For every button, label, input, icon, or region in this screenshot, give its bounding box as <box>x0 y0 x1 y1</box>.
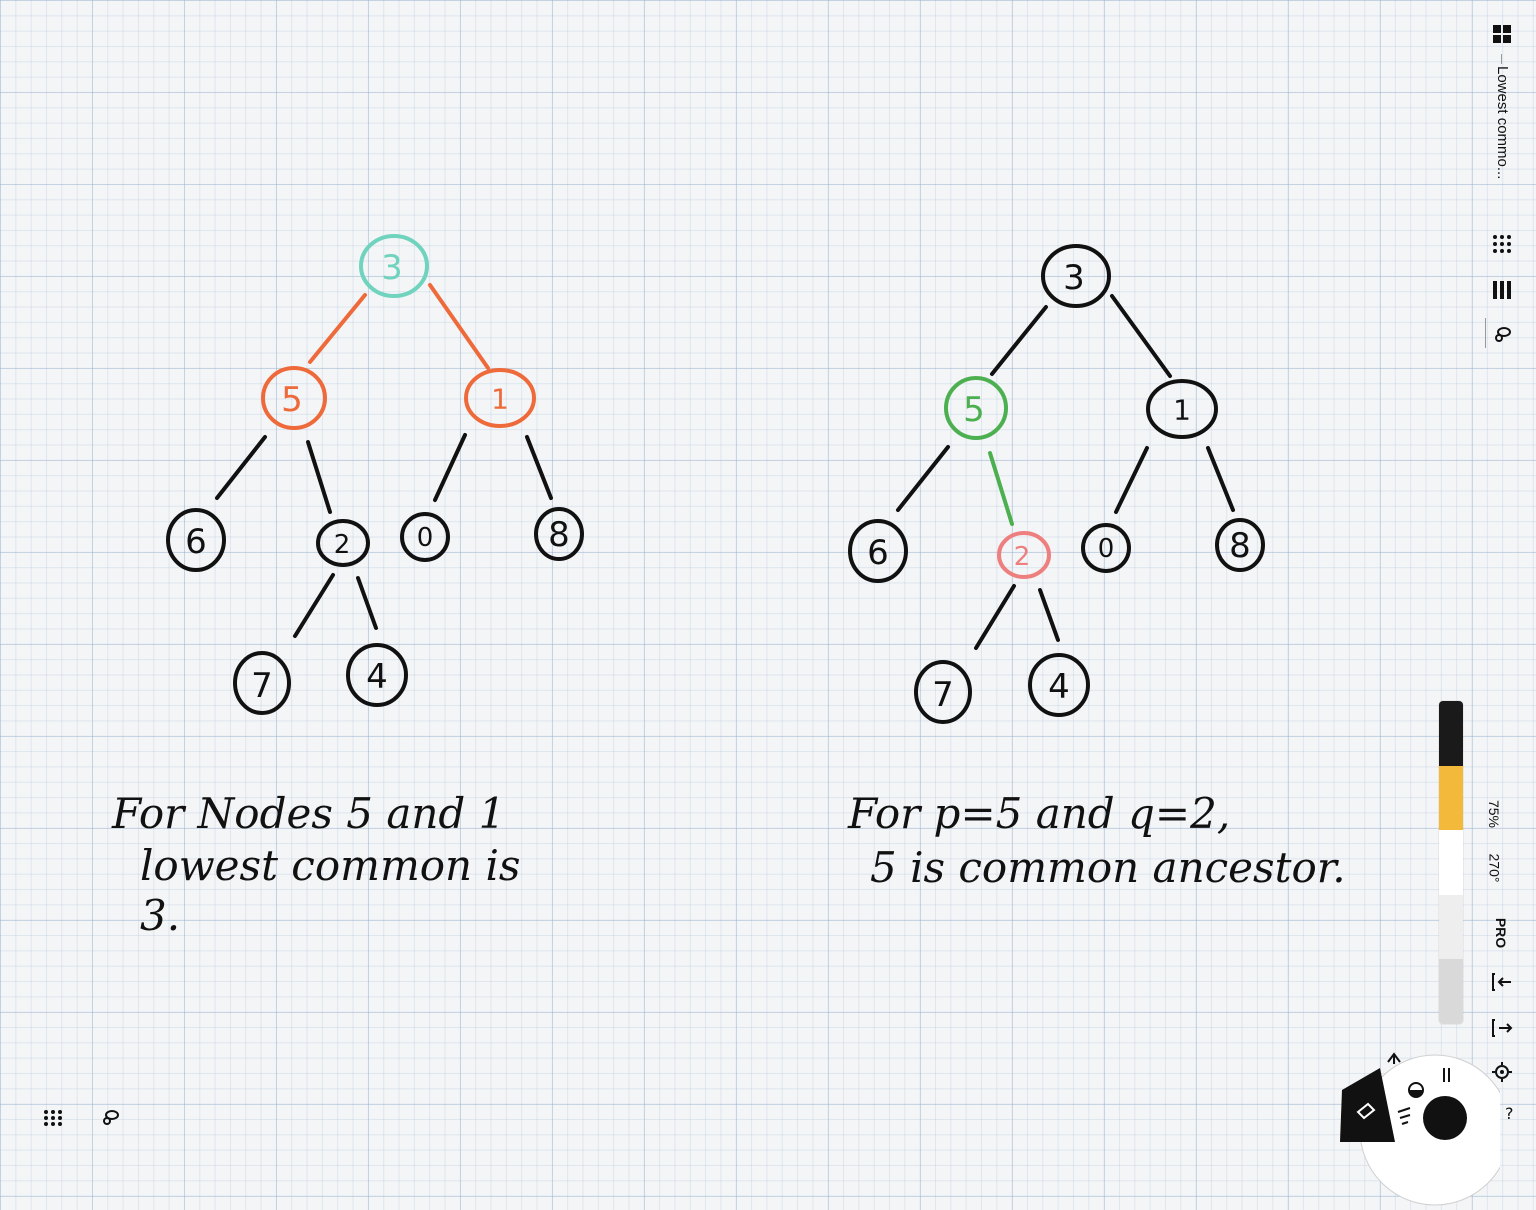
edge-r-2-7 <box>974 584 1016 650</box>
right-node-3 <box>1041 244 1111 308</box>
import-icon[interactable] <box>1488 968 1516 996</box>
edge-2-7 <box>293 573 335 638</box>
right-node-6 <box>848 519 908 583</box>
left-note-line1: For Nodes 5 and 1 <box>112 789 506 838</box>
edge-r-3-1 <box>1110 294 1172 378</box>
left-node-8 <box>534 507 584 561</box>
left-node-6-label: 6 <box>185 522 207 562</box>
left-node-4-label: 4 <box>366 657 388 697</box>
edge-3-5 <box>308 293 367 364</box>
left-node-4 <box>346 643 408 707</box>
edge-5-2 <box>306 440 332 514</box>
right-node-5 <box>944 376 1008 440</box>
left-note-line2: lowest common is <box>140 841 521 890</box>
left-node-1-label: 1 <box>491 383 509 416</box>
right-node-2-label: 2 <box>1014 542 1031 572</box>
swatch-yellow[interactable] <box>1439 765 1463 831</box>
right-node-0 <box>1081 523 1131 573</box>
left-node-3-label: 3 <box>381 248 403 288</box>
settings-icon[interactable] <box>1488 1058 1516 1086</box>
rotation-level[interactable]: 270° <box>1486 853 1503 883</box>
lasso-icon[interactable] <box>1488 320 1516 348</box>
right-node-1-label: 1 <box>1173 394 1191 427</box>
right-node-1 <box>1146 379 1218 439</box>
document-title[interactable]: Lowest commo... <box>1494 66 1511 180</box>
left-node-1 <box>464 368 536 428</box>
left-node-2-label: 2 <box>334 530 351 560</box>
right-node-7 <box>914 660 972 724</box>
left-note-line3: 3. <box>140 891 181 940</box>
arrow-up-icon <box>1387 1052 1401 1064</box>
right-note-line1: For p=5 and q=2, <box>848 789 1231 838</box>
swatch-black[interactable] <box>1439 701 1463 766</box>
pro-badge[interactable]: PRO <box>1493 917 1510 949</box>
left-node-0-label: 0 <box>417 523 434 553</box>
grid-icon[interactable] <box>1488 20 1516 48</box>
right-node-8 <box>1215 518 1265 572</box>
edge-r-5-2 <box>988 451 1014 526</box>
edge-r-1-0 <box>1114 446 1149 514</box>
right-node-4-label: 4 <box>1048 667 1070 707</box>
zoom-level[interactable]: 75% <box>1486 799 1503 829</box>
right-node-4 <box>1028 653 1090 717</box>
right-node-8-label: 8 <box>1229 526 1251 566</box>
swatch-gray[interactable] <box>1439 959 1463 1024</box>
brush-size-icon <box>1423 1096 1467 1140</box>
left-node-6 <box>166 508 226 572</box>
edge-r-5-6 <box>896 445 950 512</box>
pause-icon <box>1443 1068 1450 1082</box>
rail-divider <box>1485 318 1486 348</box>
edge-5-6 <box>215 435 267 500</box>
left-node-7-label: 7 <box>251 666 273 706</box>
left-node-0 <box>400 512 450 562</box>
left-node-3 <box>359 234 429 298</box>
edge-r-1-8 <box>1206 446 1235 512</box>
edge-3-1 <box>428 283 490 370</box>
lasso-icon[interactable] <box>95 1102 125 1132</box>
color-palette[interactable] <box>1439 701 1463 1024</box>
edge-r-2-4 <box>1038 588 1060 642</box>
edge-1-8 <box>525 435 553 500</box>
edge-2-4 <box>356 576 378 630</box>
right-note-line2: 5 is common ancestor. <box>870 843 1346 892</box>
left-node-5-label: 5 <box>281 380 303 420</box>
svg-text:?: ? <box>1505 1104 1514 1123</box>
rail-divider <box>1501 54 1502 64</box>
right-node-0-label: 0 <box>1098 534 1115 564</box>
eraser-icon <box>1397 1107 1411 1125</box>
right-node-7-label: 7 <box>932 675 954 715</box>
right-node-6-label: 6 <box>867 533 889 573</box>
dots-grid-icon[interactable] <box>1488 230 1516 258</box>
right-node-2 <box>997 531 1051 579</box>
stack-icon[interactable] <box>1488 276 1516 304</box>
apps-icon[interactable] <box>38 1102 68 1132</box>
left-node-7 <box>233 651 291 715</box>
left-node-8-label: 8 <box>548 515 570 555</box>
left-node-5 <box>261 366 327 430</box>
right-node-5-label: 5 <box>963 390 985 430</box>
edge-r-3-5 <box>990 305 1048 376</box>
swatch-light-gray[interactable] <box>1439 894 1463 960</box>
edge-1-0 <box>433 433 467 502</box>
drawing-canvas[interactable]: 3 5 1 6 2 0 8 7 4 3 5 1 6 2 0 <box>0 0 1536 1151</box>
tool-wheel[interactable] <box>1340 1050 1500 1210</box>
export-icon[interactable] <box>1488 1014 1516 1042</box>
swatch-white[interactable] <box>1439 830 1463 895</box>
left-node-2 <box>316 519 370 567</box>
right-node-3-label: 3 <box>1063 258 1085 298</box>
